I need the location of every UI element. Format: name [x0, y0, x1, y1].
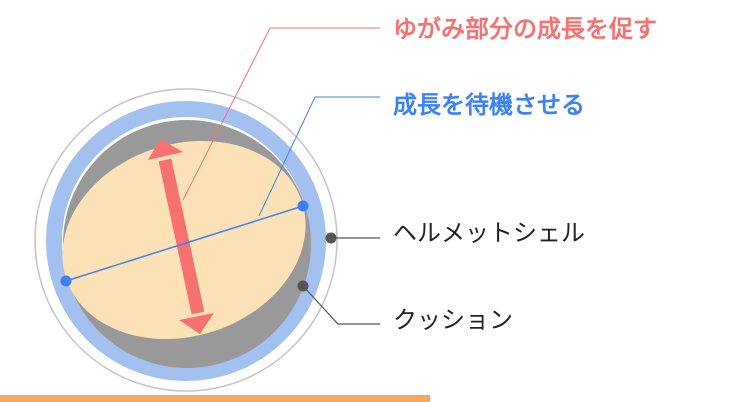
label-cushion: クッション: [393, 306, 513, 334]
leader-cushion: [302, 285, 380, 325]
axis-dot-left: [60, 275, 72, 287]
leader-wait: [258, 96, 380, 217]
label-wait-growth: 成長を待機させる: [393, 91, 585, 119]
growth-arrow-shaft: [158, 158, 205, 315]
label-helmet-shell: ヘルメットシェル: [393, 219, 585, 247]
axis-dot-right: [297, 200, 309, 212]
base-bar: [0, 395, 430, 402]
wait-axis-line: [65, 205, 304, 282]
arrow-head-bottom: [179, 313, 214, 334]
helmet-shell: [46, 101, 326, 381]
arrow-head-top: [148, 139, 183, 160]
leader-promote: [182, 27, 380, 201]
label-promote-growth: ゆがみ部分の成長を促す: [393, 15, 657, 43]
